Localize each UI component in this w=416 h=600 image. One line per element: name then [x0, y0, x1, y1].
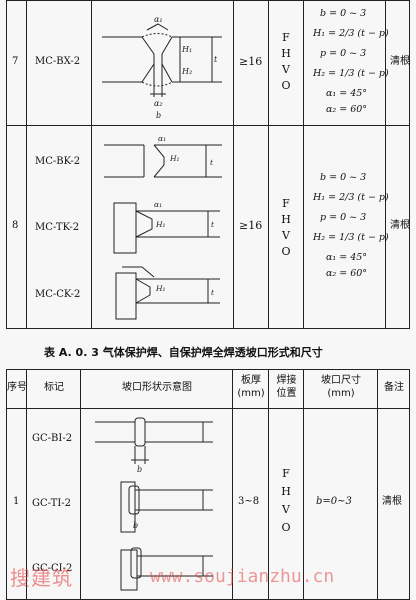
row7-dim-p: p = 0 ~ 3	[320, 48, 367, 59]
row8-groove-diagrams: α₁ H₁ t α₁ H₁ t H₁ t	[104, 134, 222, 320]
lower-row1-note: 清根	[382, 496, 402, 507]
row8-tk-h1: H₁	[155, 220, 166, 229]
header-mark: 标记	[44, 382, 64, 393]
lower-row1-mark-bi: GC-BI-2	[32, 433, 73, 444]
lower-row1-pos-o: O	[281, 521, 291, 534]
row8-dim-a1: α₁ = 45°	[326, 252, 368, 263]
watermark-url: www.soujianzhu.cn	[150, 566, 335, 587]
row8-dim-h2: H₂ = 1/3 (t − p)	[313, 232, 389, 243]
row7-mark: MC-BX-2	[35, 56, 81, 67]
row7-b-label: b	[156, 111, 161, 120]
row8-pos-o: O	[281, 245, 291, 258]
row8-mark-tk: MC-TK-2	[35, 222, 80, 233]
lower-ti-b-label: b	[133, 521, 138, 530]
header-seq: 序号	[7, 382, 27, 393]
row7-pos-f: F	[282, 31, 290, 44]
row8-seq: 8	[12, 220, 19, 231]
row8-pos-f: F	[282, 197, 290, 210]
row7-note: 清根	[390, 56, 410, 67]
lower-row1-thickness: 3~8	[238, 496, 260, 507]
row8-dim-h1: H₁ = 2/3 (t − p)	[313, 192, 389, 203]
lower-row1-dims: b=0~3	[316, 496, 352, 507]
row7-h2-label: H₂	[181, 67, 192, 76]
row7-groove-diagram: α₁ α₂ H₁ H₂ t b	[102, 15, 222, 120]
row7-alpha2-label: α₂	[154, 99, 163, 108]
row8-note: 清根	[390, 220, 410, 231]
row7-dim-a2: α₂ = 60°	[326, 104, 368, 115]
row8-pos-h: H	[281, 213, 291, 226]
lower-row1-mark-ci: GC-CI-2	[32, 563, 73, 574]
lower-row1-pos-h: H	[281, 485, 291, 498]
header-position: 焊接 位置	[276, 375, 297, 399]
row7-dim-a1: α₁ = 45°	[326, 88, 368, 99]
row7-dim-b: b = 0 ~ 3	[320, 8, 367, 19]
table-caption: 表 A. 0. 3 气体保护焊、自保护焊全焊透坡口形式和尺寸	[44, 346, 323, 359]
lower-row1-pos-v: V	[282, 503, 290, 516]
row8-pos-v: V	[282, 229, 290, 242]
row7-dim-h1: H₁ = 2/3 (t − p)	[313, 28, 389, 39]
row7-t-label: t	[214, 55, 218, 64]
lower-row1-groove-diagrams: b b	[95, 417, 213, 591]
row8-ck-h1: H₁	[155, 284, 166, 293]
row8-ck-t: t	[211, 288, 215, 297]
watermark-cn: 搜建筑	[10, 566, 73, 590]
row8-dim-p: p = 0 ~ 3	[320, 212, 367, 223]
header-dims: 坡口尺寸 (mm)	[321, 375, 361, 399]
row8-bk-h1: H₁	[169, 154, 180, 163]
row8-mark-bk: MC-BK-2	[35, 156, 81, 167]
row8-mark-ck: MC-CK-2	[35, 289, 81, 300]
row7-h1-label: H₁	[181, 45, 192, 54]
row8-dim-a2: α₂ = 60°	[326, 268, 368, 279]
row7-pos-o: O	[281, 79, 291, 92]
row8-bk-t: t	[210, 158, 214, 167]
row7-dim-h2: H₂ = 1/3 (t − p)	[313, 68, 389, 79]
row8-tk-t: t	[211, 220, 215, 229]
row7-pos-h: H	[281, 47, 291, 60]
row8-tk-alpha1: α₁	[154, 200, 162, 209]
lower-row1-seq: 1	[13, 496, 20, 507]
row8-dim-b: b = 0 ~ 3	[320, 172, 367, 183]
header-diagram: 坡口形状示意图	[122, 382, 192, 393]
row7-alpha1-label: α₁	[154, 15, 163, 24]
row7-seq: 7	[12, 56, 19, 67]
lower-row1-mark-ti: GC-TI-2	[32, 498, 72, 509]
row8-thickness: ≥16	[239, 219, 263, 232]
lower-bi-b-label: b	[137, 465, 142, 474]
header-thickness: 板厚 (mm)	[237, 375, 265, 399]
row7-thickness: ≥16	[239, 55, 263, 68]
row7-pos-v: V	[282, 63, 290, 76]
row8-bk-alpha1: α₁	[158, 134, 166, 143]
header-note: 备注	[384, 382, 404, 393]
lower-row1-pos-f: F	[282, 467, 290, 480]
